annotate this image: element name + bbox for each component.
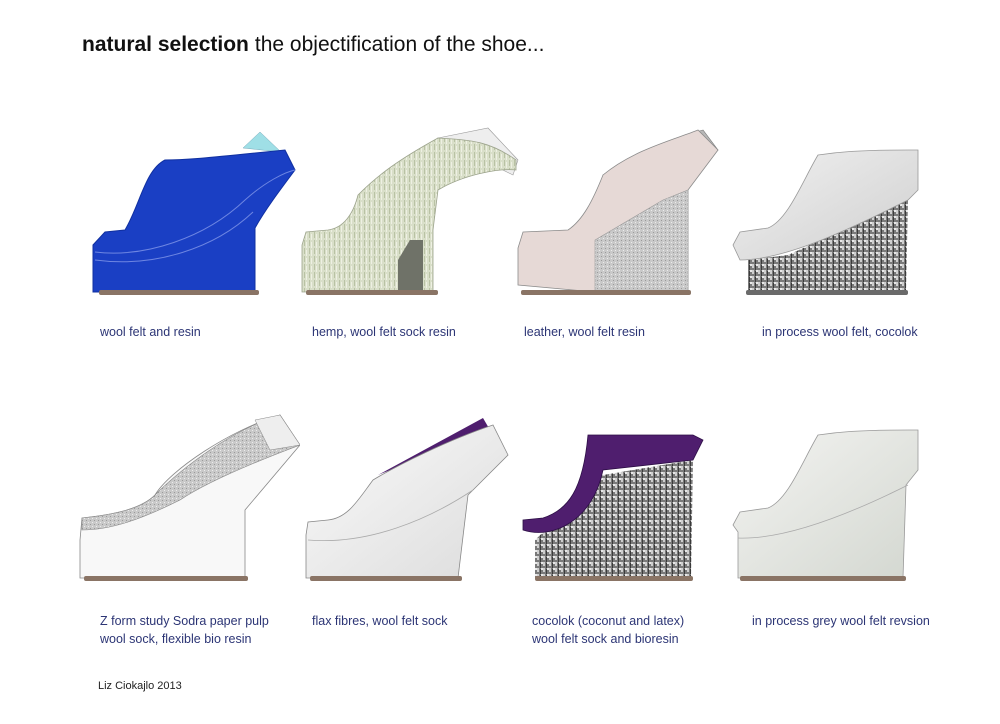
title-bold: natural selection [82,33,249,56]
shoe-hemp-image [301,127,519,295]
shoe-cocolok-purple-image [522,434,704,581]
author-credit: Liz Ciokajlo 2013 [98,680,182,692]
caption-1: wool felt and resin [100,325,201,339]
shoe-flax-fibres-image [305,418,509,581]
shoe-leather-image [517,129,719,295]
caption-6: flax fibres, wool felt sock [312,614,448,628]
caption-7: cocolok (coconut and latex) wool felt so… [532,614,685,646]
caption-4: in process wool felt, cocolok [762,325,918,339]
shoe-grey-wool-felt-image [732,429,919,581]
caption-5: Z form study Sodra paper pulp wool sock,… [100,614,269,646]
shoe-in-process-cocolok-image [732,149,919,295]
shoe-z-form-image [79,414,300,581]
caption-2: hemp, wool felt sock resin [312,325,456,339]
title-subtitle: the objectification of the shoe... [254,33,545,56]
shoe-wool-felt-resin-image [92,131,296,295]
caption-3: leather, wool felt resin [524,325,645,339]
caption-8: in process grey wool felt revsion [752,614,930,628]
